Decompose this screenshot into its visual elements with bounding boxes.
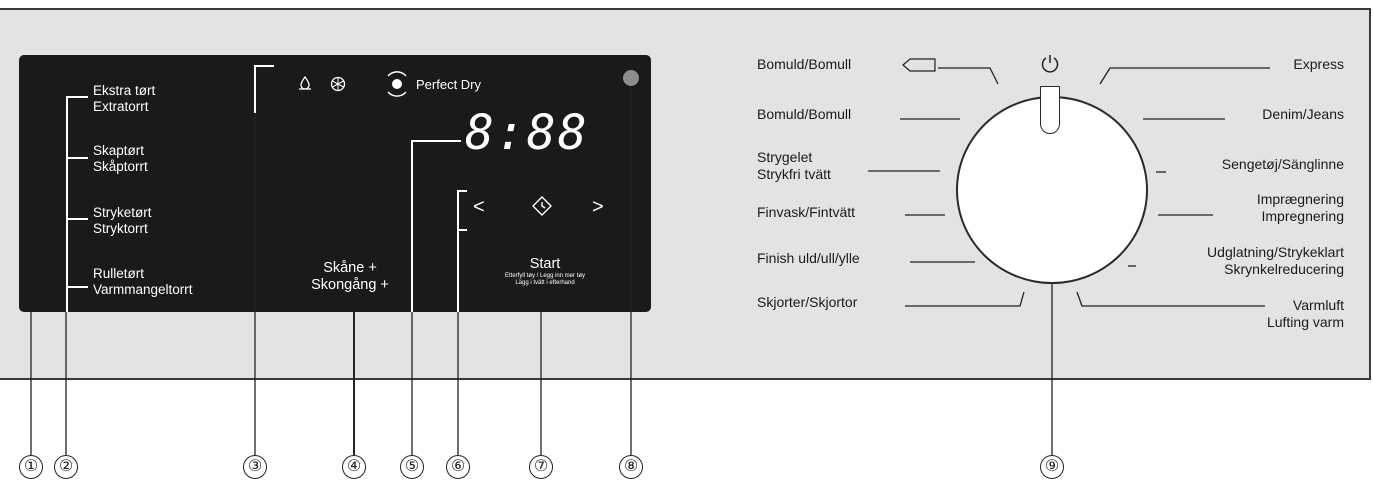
power-icon[interactable] bbox=[1039, 53, 1061, 75]
nav-right-button[interactable]: > bbox=[592, 196, 604, 218]
nav-leader-vertical bbox=[457, 190, 459, 312]
programme-denim[interactable]: Denim/Jeans bbox=[1262, 106, 1344, 122]
programme-shirts[interactable]: Skjorter/Skjortor bbox=[757, 294, 858, 310]
optical-interface-sensor bbox=[623, 70, 639, 86]
dryness-leader-tick bbox=[66, 96, 88, 98]
start-button[interactable]: Start Etterfyll tøy / Legg inn mer tøy L… bbox=[504, 256, 586, 286]
timer-icon[interactable] bbox=[531, 195, 553, 217]
dryness-iron-dry[interactable]: Stryketørt Stryktorrt bbox=[93, 205, 152, 236]
drop-icon bbox=[299, 75, 311, 90]
callout-2: ② bbox=[54, 455, 78, 479]
dryness-extra-dry[interactable]: Ekstra tørt Extratorrt bbox=[93, 83, 156, 114]
programme-proofing[interactable]: Imprægnering Impregnering bbox=[1256, 191, 1344, 224]
dryness-cupboard-dry[interactable]: Skaptørt Skåptorrt bbox=[93, 143, 148, 174]
callout-5: ⑤ bbox=[400, 455, 424, 479]
snowflake-icon bbox=[330, 76, 346, 92]
time-leader-vertical bbox=[411, 140, 413, 312]
perfect-dry-label: Perfect Dry bbox=[416, 77, 482, 92]
nav-leader-tick bbox=[457, 229, 467, 231]
nav-leader-tick bbox=[457, 190, 467, 192]
dial-pointer[interactable] bbox=[1040, 86, 1060, 134]
dryness-machine-iron-dry[interactable]: Rulletørt Varmmangeltorrt bbox=[93, 266, 193, 297]
display-panel bbox=[19, 55, 651, 312]
indicator-leader-vertical bbox=[254, 65, 256, 113]
callout-3: ③ bbox=[243, 455, 267, 479]
time-leader-tick bbox=[411, 140, 461, 142]
callout-7: ⑦ bbox=[529, 455, 553, 479]
programme-bed-linen[interactable]: Sengetøj/Sänglinne bbox=[1221, 156, 1344, 172]
perfect-dry-icon bbox=[387, 71, 407, 97]
callout-8: ⑧ bbox=[619, 455, 643, 479]
nav-left-button[interactable]: < bbox=[473, 196, 485, 218]
dryness-leader-tick bbox=[66, 218, 88, 220]
dryness-leader-vertical bbox=[66, 96, 68, 312]
gentle-plus-button[interactable]: Skåne + Skongång + bbox=[311, 260, 389, 293]
programme-warm-air[interactable]: Varmluft Lufting varm bbox=[1266, 297, 1344, 330]
programme-express[interactable]: Express bbox=[1293, 56, 1344, 72]
callout-4: ④ bbox=[342, 455, 366, 479]
callout-6: ⑥ bbox=[446, 455, 470, 479]
time-display: 8:88 bbox=[465, 105, 589, 161]
dryness-leader-tick bbox=[66, 157, 88, 159]
programme-minimum-iron[interactable]: Strygelet Strykfri tvätt bbox=[757, 149, 831, 182]
dryness-leader-tick bbox=[66, 286, 88, 288]
programme-woollens-finish[interactable]: Finish uld/ull/ylle bbox=[757, 250, 860, 266]
programme-smoothing[interactable]: Udglatning/Strykeklart Skrynkelreducerin… bbox=[1207, 244, 1344, 277]
indicator-leader-tick bbox=[254, 65, 274, 67]
programme-cotton-eco[interactable]: Bomuld/Bomull bbox=[757, 56, 852, 72]
callout-1: ① bbox=[19, 455, 43, 479]
callout-9: ⑨ bbox=[1040, 455, 1064, 479]
programme-cotton[interactable]: Bomuld/Bomull bbox=[757, 106, 852, 122]
basket-icon bbox=[902, 58, 936, 72]
programme-delicates[interactable]: Finvask/Fintvätt bbox=[757, 204, 856, 220]
